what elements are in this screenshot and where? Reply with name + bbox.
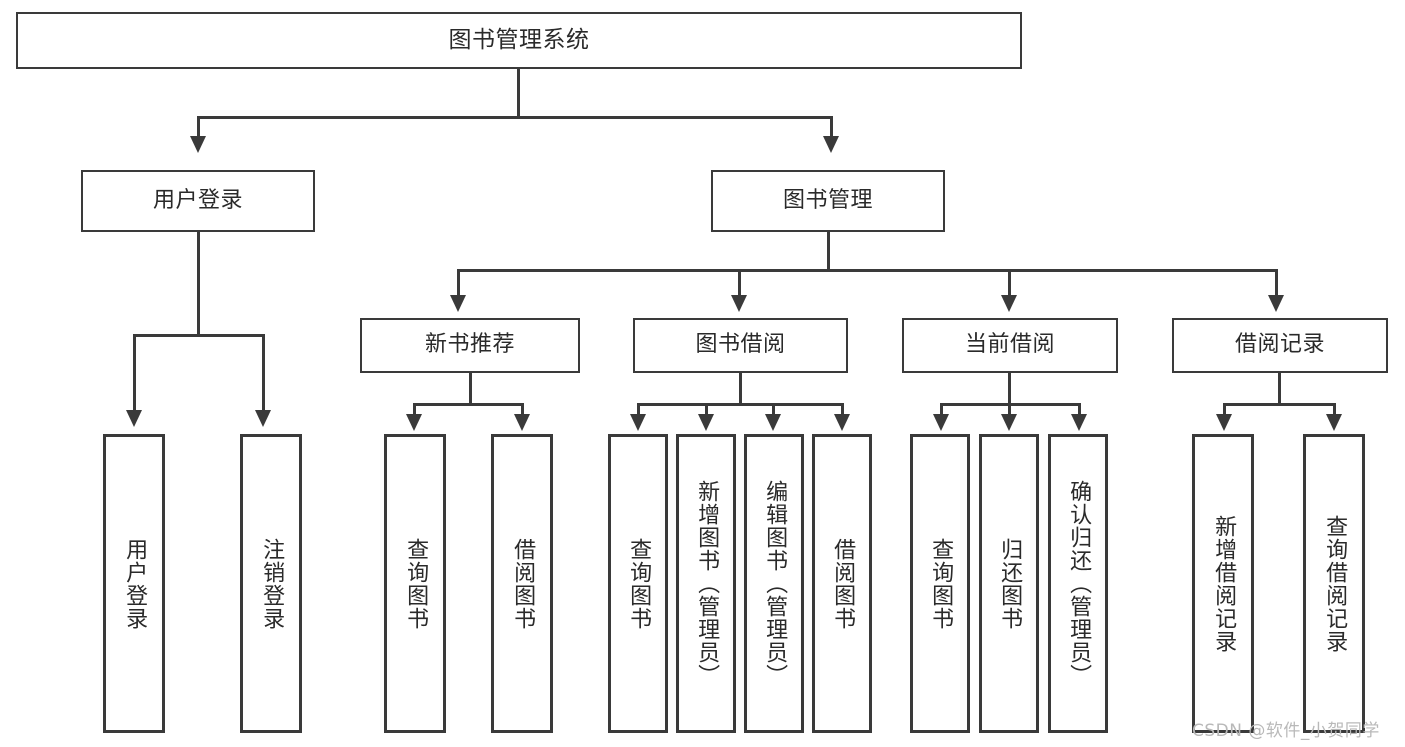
node-label: 新书推荐	[424, 332, 515, 358]
connector-nbr-drop-2	[521, 403, 524, 417]
arrowhead-to-nbr-leaf-2	[514, 414, 530, 431]
leaf-label: 查询图书	[403, 537, 429, 630]
connector-root-stem	[517, 69, 520, 117]
arrowhead-to-bb-leaf-2	[698, 414, 714, 431]
leaf-label: 新增借阅记录	[1211, 514, 1237, 653]
arrowhead-to-new-book-recommend	[450, 295, 466, 312]
connector-br-stem	[1278, 373, 1281, 405]
leaf-label: 用户登录	[122, 537, 148, 630]
connector-cb-drop-2	[1008, 403, 1011, 417]
leaf-cb-return-book[interactable]: 归还图书	[979, 434, 1039, 733]
connector-nbr-stem	[469, 373, 472, 405]
node-borrow-record[interactable]: 借阅记录	[1172, 318, 1388, 373]
watermark-text: CSDN @软件_小贺同学	[1192, 721, 1380, 741]
leaf-nbr-query-book[interactable]: 查询图书	[384, 434, 446, 733]
arrowhead-to-current-borrow	[1001, 295, 1017, 312]
arrowhead-to-bb-leaf-1	[630, 414, 646, 431]
connector-bm-drop-2	[738, 269, 741, 299]
leaf-label: 归还图书	[997, 537, 1023, 630]
leaf-label: 借阅图书	[510, 537, 536, 630]
leaf-label: 查询图书	[928, 537, 954, 630]
leaf-label: 新增图书（管理员）	[694, 480, 720, 687]
node-label: 图书借阅	[695, 332, 786, 358]
connector-bb-drop-3	[772, 403, 775, 417]
arrowhead-to-cb-leaf-2	[1001, 414, 1017, 431]
leaf-label: 编辑图书（管理员）	[762, 480, 788, 687]
leaf-br-add-record[interactable]: 新增借阅记录	[1192, 434, 1254, 733]
node-current-borrow[interactable]: 当前借阅	[902, 318, 1118, 373]
node-label: 借阅记录	[1234, 332, 1325, 358]
arrowhead-to-br-leaf-2	[1326, 414, 1342, 431]
connector-book-management-bus	[457, 269, 1277, 272]
node-book-borrow[interactable]: 图书借阅	[633, 318, 848, 373]
connector-bb-drop-4	[841, 403, 844, 417]
arrowhead-to-br-leaf-1	[1216, 414, 1232, 431]
arrowhead-to-cb-leaf-1	[933, 414, 949, 431]
connector-cb-drop-1	[940, 403, 943, 417]
connector-bb-drop-2	[705, 403, 708, 417]
connector-user-login-stem	[197, 232, 200, 336]
arrowhead-to-bb-leaf-3	[765, 414, 781, 431]
connector-bm-drop-1	[457, 269, 460, 299]
leaf-bb-edit-book-admin[interactable]: 编辑图书（管理员）	[744, 434, 804, 733]
leaf-br-query-record[interactable]: 查询借阅记录	[1303, 434, 1365, 733]
leaf-label: 确认归还（管理员）	[1066, 480, 1092, 687]
leaf-bb-query-book[interactable]: 查询图书	[608, 434, 668, 733]
connector-book-management-stem	[827, 232, 830, 270]
connector-user-login-bus	[133, 334, 264, 337]
leaf-cb-query-book[interactable]: 查询图书	[910, 434, 970, 733]
arrowhead-to-book-borrow	[731, 295, 747, 312]
connector-user-login-drop-2	[262, 334, 265, 414]
leaf-nbr-borrow-book[interactable]: 借阅图书	[491, 434, 553, 733]
node-root-book-management-system[interactable]: 图书管理系统	[16, 12, 1022, 69]
leaf-cb-confirm-return-admin[interactable]: 确认归还（管理员）	[1048, 434, 1108, 733]
connector-bb-stem	[739, 373, 742, 405]
leaf-label: 借阅图书	[830, 537, 856, 630]
leaf-user-login[interactable]: 用户登录	[103, 434, 165, 733]
arrowhead-to-leaf-user-login	[126, 410, 142, 427]
connector-cb-drop-3	[1078, 403, 1081, 417]
node-book-management[interactable]: 图书管理	[711, 170, 945, 232]
node-label: 当前借阅	[964, 332, 1055, 358]
node-label: 图书管理系统	[448, 26, 590, 53]
arrowhead-to-cb-leaf-3	[1071, 414, 1087, 431]
node-new-book-recommend[interactable]: 新书推荐	[360, 318, 580, 373]
arrowhead-to-borrow-record	[1268, 295, 1284, 312]
connector-root-bus	[197, 116, 833, 119]
leaf-bb-borrow-book[interactable]: 借阅图书	[812, 434, 872, 733]
node-label: 用户登录	[152, 187, 243, 213]
leaf-logout[interactable]: 注销登录	[240, 434, 302, 733]
leaf-label: 查询图书	[626, 537, 652, 630]
connector-br-drop-1	[1223, 403, 1226, 417]
leaf-label: 注销登录	[259, 537, 285, 630]
connector-bm-drop-3	[1008, 269, 1011, 299]
arrowhead-to-user-login	[190, 136, 206, 153]
node-label: 图书管理	[782, 187, 873, 213]
connector-br-bus	[1223, 403, 1335, 406]
connector-bm-drop-4	[1275, 269, 1278, 299]
connector-nbr-drop-1	[413, 403, 416, 417]
arrowhead-to-book-management	[823, 136, 839, 153]
arrowhead-to-bb-leaf-4	[834, 414, 850, 431]
connector-nbr-bus	[413, 403, 523, 406]
connector-root-drop-left	[197, 116, 200, 140]
connector-bb-drop-1	[637, 403, 640, 417]
connector-user-login-drop-1	[133, 334, 136, 414]
connector-bb-bus	[637, 403, 843, 406]
connector-br-drop-2	[1333, 403, 1336, 417]
connector-root-drop-right	[830, 116, 833, 140]
arrowhead-to-leaf-logout	[255, 410, 271, 427]
connector-cb-stem	[1008, 373, 1011, 405]
arrowhead-to-nbr-leaf-1	[406, 414, 422, 431]
node-user-login[interactable]: 用户登录	[81, 170, 315, 232]
leaf-label: 查询借阅记录	[1322, 514, 1348, 653]
leaf-bb-add-book-admin[interactable]: 新增图书（管理员）	[676, 434, 736, 733]
